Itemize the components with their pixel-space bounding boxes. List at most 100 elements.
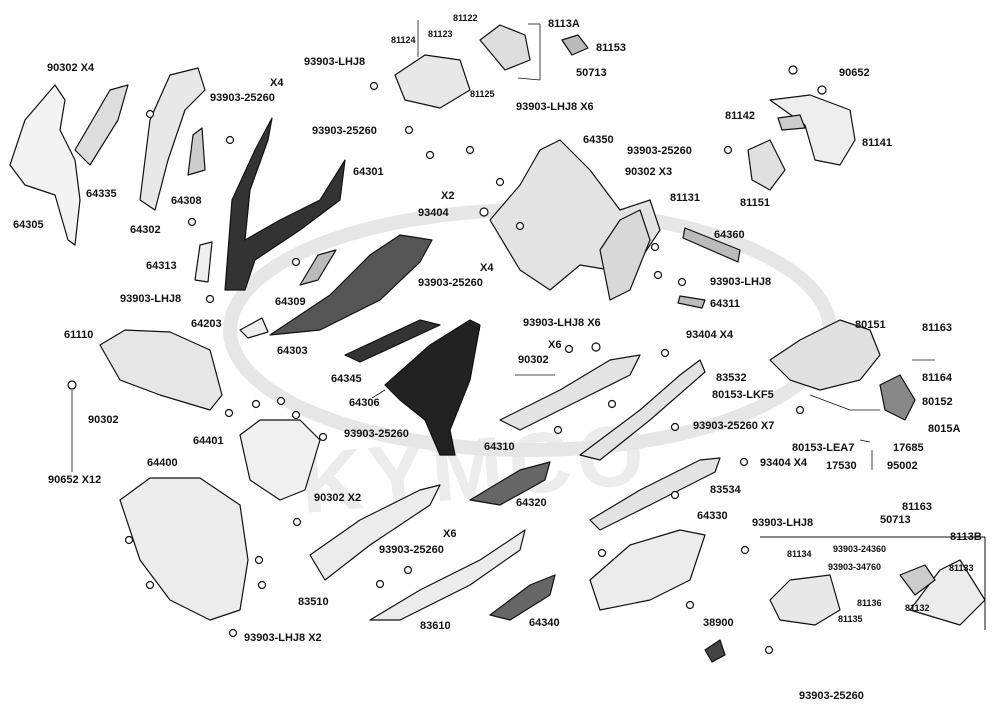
part-83510-shape bbox=[309, 484, 441, 581]
callout-61110: 61110 bbox=[64, 329, 94, 341]
part-64401-shape bbox=[239, 419, 321, 501]
callout-83534: 83534 bbox=[710, 484, 741, 496]
callout-x6-a: X6 bbox=[548, 339, 562, 351]
part-83610-shape bbox=[369, 529, 526, 621]
callout-93903-lhj8-x6-b: 93903-LHJ8 X6 bbox=[523, 317, 601, 329]
part-61110-shape bbox=[99, 329, 223, 411]
callout-64310: 64310 bbox=[484, 441, 515, 453]
part-64400-shape bbox=[119, 477, 249, 621]
callout-64301: 64301 bbox=[353, 166, 384, 178]
callout-81164: 81164 bbox=[922, 372, 952, 384]
callout-64401: 64401 bbox=[193, 435, 224, 447]
callout-83532: 83532 bbox=[716, 372, 747, 384]
part-83534-shape bbox=[589, 457, 721, 531]
callout-8015a: 8015A bbox=[928, 423, 961, 435]
callout-83510: 83510 bbox=[298, 596, 329, 608]
callout-64335: 64335 bbox=[86, 188, 117, 200]
part-8113a-box bbox=[394, 54, 471, 109]
callout-93903-lhj8-x2: 93903-LHJ8 X2 bbox=[244, 632, 322, 644]
callout-81153: 81153 bbox=[596, 42, 626, 54]
part-83532-shape bbox=[579, 359, 706, 461]
part-64302-shape bbox=[139, 67, 206, 211]
part-81132-shape bbox=[909, 559, 986, 626]
callout-93404-x4-b: 93404 X4 bbox=[760, 457, 808, 469]
callout-90652: 90652 bbox=[839, 67, 870, 79]
callout-93903-25260-g: 93903-25260 bbox=[627, 145, 692, 157]
callout-93404-a: 93404 bbox=[418, 207, 449, 219]
callout-93903-24360: 93903-24360 bbox=[833, 544, 887, 554]
part-64320-shape bbox=[469, 461, 551, 506]
callout-81132: 81132 bbox=[905, 603, 930, 613]
callout-64330: 64330 bbox=[697, 510, 728, 522]
callout-90652-x12: 90652 X12 bbox=[48, 474, 102, 486]
callout-81151: 81151 bbox=[740, 197, 770, 209]
callout-80153-lkf5: 80153-LKF5 bbox=[712, 389, 774, 401]
callout-90302-b: 90302 bbox=[518, 354, 549, 366]
part-81133-shape bbox=[899, 564, 936, 596]
callout-81133: 81133 bbox=[949, 563, 974, 573]
callout-90302-a: 90302 bbox=[88, 414, 119, 426]
callout-64306: 64306 bbox=[349, 397, 380, 409]
screws-group bbox=[67, 65, 827, 655]
callout-81122: 81122 bbox=[453, 13, 478, 23]
callout-90302-x4: 90302 X4 bbox=[47, 62, 95, 74]
callout-64309: 64309 bbox=[275, 296, 306, 308]
callout-64302: 64302 bbox=[130, 224, 161, 236]
callout-50713-b: 50713 bbox=[880, 514, 911, 526]
callout-x6-b: X6 bbox=[443, 528, 457, 540]
part-81142-shape bbox=[777, 114, 806, 131]
part-64340-shape bbox=[489, 574, 556, 621]
callout-90302-x3: 90302 X3 bbox=[625, 166, 673, 178]
callout-93903-25260-b: 93903-25260 bbox=[344, 428, 409, 440]
callout-93903-lhj8-b: 93903-LHJ8 bbox=[304, 56, 366, 68]
callout-64203: 64203 bbox=[191, 318, 222, 330]
callout-64400: 64400 bbox=[147, 457, 178, 469]
callout-81123: 81123 bbox=[428, 29, 453, 39]
callout-81136: 81136 bbox=[857, 598, 882, 608]
part-64203-shape bbox=[239, 317, 269, 339]
callout-80151: 80151 bbox=[855, 319, 886, 331]
part-64303-shape bbox=[269, 234, 433, 336]
callout-64313: 64313 bbox=[146, 260, 177, 272]
callout-8113a: 8113A bbox=[548, 18, 580, 30]
callout-93903-lhj8-c: 93903-LHJ8 bbox=[710, 276, 772, 288]
part-80151-shape bbox=[769, 319, 881, 391]
part-64310-shape bbox=[499, 354, 641, 431]
callout-93903-25260-f: 93903-25260 bbox=[799, 690, 864, 702]
callout-80152: 80152 bbox=[922, 396, 953, 408]
part-64305-shape bbox=[9, 84, 81, 246]
callout-93903-25260-e: 93903-25260 bbox=[379, 544, 444, 556]
part-8113b-bracket bbox=[760, 536, 986, 630]
callout-38900: 38900 bbox=[703, 617, 734, 629]
callout-50713-a: 50713 bbox=[576, 67, 607, 79]
part-64330-shape bbox=[589, 529, 706, 611]
part-81141-shape bbox=[769, 94, 856, 166]
part-64309-shape bbox=[299, 249, 337, 286]
part-81153-shape bbox=[561, 34, 589, 56]
part-64360-shape bbox=[682, 227, 741, 263]
callout-64320: 64320 bbox=[516, 497, 547, 509]
part-81135-shape bbox=[769, 574, 841, 626]
callout-64311: 64311 bbox=[710, 298, 740, 310]
part-81151-shape bbox=[747, 139, 786, 191]
callout-93903-lhj8-a: 93903-LHJ8 bbox=[120, 293, 182, 305]
callout-93903-34760: 93903-34760 bbox=[828, 562, 882, 572]
callout-93903-25260-c: 93903-25260 bbox=[312, 125, 377, 137]
callout-81163-a: 81163 bbox=[922, 322, 952, 334]
part-81131-shape bbox=[599, 209, 651, 301]
callout-81141: 81141 bbox=[862, 137, 892, 149]
callout-83610: 83610 bbox=[420, 620, 451, 632]
callout-93404-x4-a: 93404 X4 bbox=[686, 329, 734, 341]
callout-93903-lhj8-x6: 93903-LHJ8 X6 bbox=[516, 101, 594, 113]
callout-90302-x2: 90302 X2 bbox=[314, 492, 362, 504]
part-64345-shape bbox=[344, 319, 441, 363]
leader-lines bbox=[71, 20, 935, 472]
callout-x2-a: X2 bbox=[441, 190, 455, 202]
callout-95002: 95002 bbox=[887, 460, 918, 472]
callout-81131: 81131 bbox=[670, 192, 700, 204]
callout-81124: 81124 bbox=[391, 35, 416, 45]
part-64313-shape bbox=[194, 241, 213, 283]
callout-64308: 64308 bbox=[171, 195, 202, 207]
